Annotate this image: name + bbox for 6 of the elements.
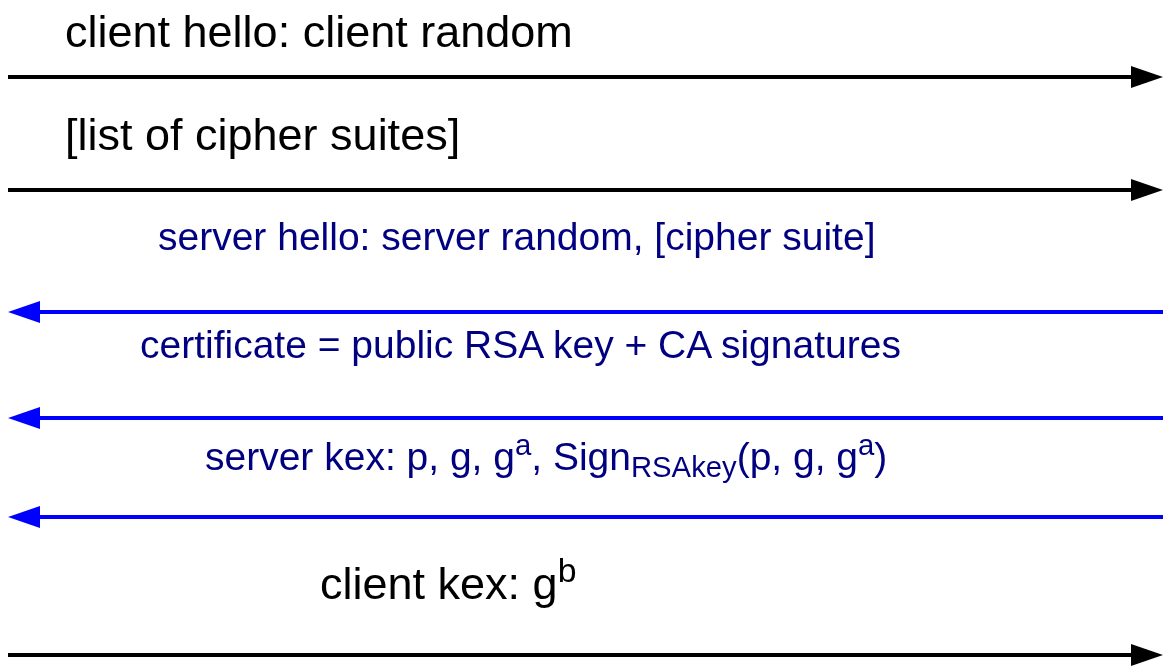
message-label: client kex: g$^{b}$ (320, 556, 577, 611)
message-label: certificate = public RSA key + CA signatures (140, 322, 901, 368)
message-label: server hello: server random, [cipher suite] (158, 214, 876, 260)
message-label: [list of cipher suites] (65, 108, 461, 162)
message-label: client hello: client random (65, 5, 573, 59)
message-label: server kex: p, g, g$^{a}$, Sign$_{RSAkey}$(p, g, g$^{a}$) (205, 433, 888, 482)
